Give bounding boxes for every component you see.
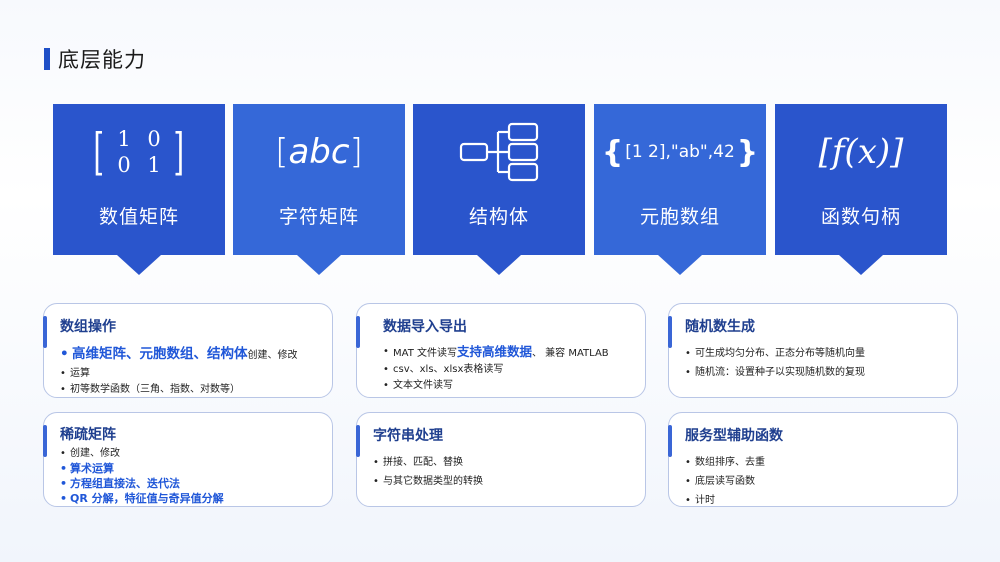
brace-open: { bbox=[601, 134, 624, 170]
cell-text: [1 2],"ab",42 bbox=[625, 142, 735, 162]
box-title: 服务型辅助函数 bbox=[685, 428, 783, 444]
char-text: abc bbox=[288, 132, 350, 172]
card-numeric-matrix: [ 1 0 0 1 ] 数值矩阵 bbox=[53, 104, 225, 275]
matrix-cell: 0 bbox=[147, 127, 161, 151]
matrix-cell: 1 bbox=[147, 153, 161, 177]
page-title: 底层能力 bbox=[58, 48, 146, 72]
box-sparse: 稀疏矩阵 创建、修改 算术运算 方程组直接法、迭代法 QR 分解，特征值与奇异值… bbox=[43, 412, 333, 507]
list-item: 算术运算 bbox=[60, 461, 318, 476]
box-title: 随机数生成 bbox=[685, 319, 755, 335]
brace-close: } bbox=[736, 134, 759, 170]
function-handle-icon: [f(x)] bbox=[775, 104, 947, 200]
title-accent-bar bbox=[44, 48, 50, 70]
box-title: 数据导入导出 bbox=[383, 319, 467, 335]
list-item: 初等数学函数（三角、指数、对数等） bbox=[60, 382, 318, 398]
cell-array-icon: { [1 2],"ab",42 } bbox=[594, 104, 766, 200]
card-pointer bbox=[297, 255, 341, 275]
card-struct: 结构体 bbox=[413, 104, 585, 275]
char-array-icon: [abc] bbox=[233, 104, 405, 200]
list-item: 与其它数据类型的转换 bbox=[373, 472, 631, 491]
item-main: 高维矩阵、元胞数组、结构体 bbox=[72, 346, 248, 362]
list-item: 文本文件读写 bbox=[383, 378, 631, 394]
box-data-io: 数据导入导出 MAT 文件读写支持高维数据、 兼容 MATLAB csv、xls… bbox=[356, 303, 646, 398]
list-item: 随机流：设置种子以实现随机数的复现 bbox=[685, 363, 943, 382]
list-item: 可生成均匀分布、正态分布等随机向量 bbox=[685, 344, 943, 363]
item-text: MAT 文件读写 bbox=[393, 348, 457, 359]
list-item: 拼接、匹配、替换 bbox=[373, 453, 631, 472]
list-item: csv、xls、xlsx表格读写 bbox=[383, 362, 631, 378]
box-string: 字符串处理 拼接、匹配、替换 与其它数据类型的转换 bbox=[356, 412, 646, 507]
list-item: 数组排序、去重 bbox=[685, 453, 943, 472]
list-item: 创建、修改 bbox=[60, 447, 318, 461]
card-cell-array: { [1 2],"ab",42 } 元胞数组 bbox=[594, 104, 766, 275]
box-helpers: 服务型辅助函数 数组排序、去重 底层读写函数 计时 bbox=[668, 412, 958, 510]
card-char-matrix: [abc] 字符矩阵 bbox=[233, 104, 405, 275]
card-label: 数值矩阵 bbox=[98, 206, 179, 228]
matrix-cell: 1 bbox=[117, 127, 131, 151]
function-text: [f(x)] bbox=[818, 132, 904, 172]
card-function-handle: [f(x)] 函数句柄 bbox=[775, 104, 947, 275]
list-item: 底层读写函数 bbox=[685, 472, 943, 491]
list-item: 运算 bbox=[60, 366, 318, 382]
item-highlight: 支持高维数据 bbox=[456, 344, 532, 359]
item-text: 、 兼容 MATLAB bbox=[532, 348, 609, 359]
card-pointer bbox=[117, 255, 161, 275]
struct-tree-icon bbox=[413, 104, 585, 200]
card-pointer bbox=[658, 255, 702, 275]
box-array-ops: 数组操作 高维矩阵、元胞数组、结构体创建、修改 运算 初等数学函数（三角、指数、… bbox=[43, 303, 333, 398]
slide-title: 底层能力 bbox=[44, 44, 146, 74]
card-label: 元胞数组 bbox=[639, 206, 720, 228]
bracket-open: [ bbox=[275, 132, 289, 172]
bracket-close: ] bbox=[349, 132, 363, 172]
box-title: 稀疏矩阵 bbox=[60, 427, 116, 443]
matrix-cell: 0 bbox=[117, 153, 131, 177]
box-title: 数组操作 bbox=[60, 319, 116, 335]
card-pointer bbox=[477, 255, 521, 275]
card-label: 函数句柄 bbox=[820, 206, 901, 228]
identity-matrix-icon: [ 1 0 0 1 ] bbox=[93, 123, 185, 181]
item-small: 创建、修改 bbox=[247, 350, 298, 361]
card-label: 字符矩阵 bbox=[278, 206, 359, 228]
box-random: 随机数生成 可生成均匀分布、正态分布等随机向量 随机流：设置种子以实现随机数的复… bbox=[668, 303, 958, 398]
list-item: QR 分解，特征值与奇异值分解 bbox=[60, 491, 318, 506]
card-label: 结构体 bbox=[468, 206, 529, 228]
list-item: 方程组直接法、迭代法 bbox=[60, 476, 318, 491]
card-pointer bbox=[839, 255, 883, 275]
box-title: 字符串处理 bbox=[373, 428, 443, 444]
list-item: 计时 bbox=[685, 491, 943, 510]
list-item: MAT 文件读写支持高维数据、 兼容 MATLAB bbox=[383, 344, 631, 362]
list-item: 高维矩阵、元胞数组、结构体创建、修改 bbox=[60, 344, 318, 366]
